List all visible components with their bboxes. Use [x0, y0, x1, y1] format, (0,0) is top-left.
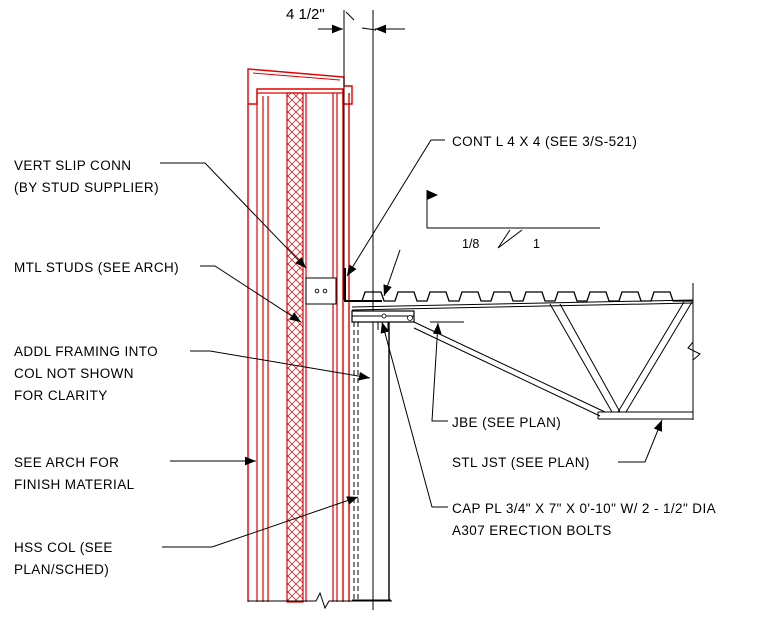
label-hss-col-2: PLAN/SCHED) — [14, 562, 109, 577]
slip-connector — [305, 277, 337, 305]
label-cont-l: CONT L 4 X 4 (SEE 3/S-521) — [452, 134, 637, 149]
label-addl-framing-1: ADDL FRAMING INTO — [14, 344, 158, 359]
slope-run: 1 — [533, 237, 540, 251]
steel-joist — [413, 301, 693, 420]
label-stl-jst: STL JST (SEE PLAN) — [452, 455, 590, 470]
label-jbe: JBE (SEE PLAN) — [452, 415, 561, 430]
label-mtl-studs: MTL STUDS (SEE ARCH) — [14, 260, 179, 275]
leaders-left — [160, 162, 371, 548]
label-see-arch-2: FINISH MATERIAL — [14, 477, 135, 492]
label-cap-pl-1: CAP PL 3/4" X 7" X 0'-10" W/ 2 - 1/2" DI… — [452, 501, 716, 516]
label-addl-framing-2: COL NOT SHOWN — [14, 366, 134, 381]
label-see-arch-1: SEE ARCH FOR — [14, 455, 119, 470]
annotation-labels: VERT SLIP CONN (BY STUD SUPPLIER) MTL ST… — [14, 134, 716, 577]
leaders-right — [346, 139, 663, 508]
slope-rise: 1/8 — [462, 237, 479, 251]
flag-marker — [427, 190, 438, 200]
label-vert-slip-conn: VERT SLIP CONN — [14, 158, 131, 173]
metal-deck — [351, 283, 701, 420]
slope-symbol: 1/8 1 — [426, 190, 600, 251]
label-hss-col-1: HSS COL (SEE — [14, 540, 113, 555]
label-addl-framing-3: FOR CLARITY — [14, 388, 108, 403]
insulation-hatch — [286, 92, 304, 603]
dimension-4-1-2: 4 1/2" — [286, 6, 405, 34]
label-vert-slip-conn-sub: (BY STUD SUPPLIER) — [14, 180, 159, 195]
connection-hardware — [305, 268, 415, 330]
wall-assembly — [247, 68, 353, 603]
continuous-angle — [344, 268, 382, 302]
label-cap-pl-2: A307 ERECTION BOLTS — [452, 523, 612, 538]
dimension-text: 4 1/2" — [286, 6, 325, 23]
